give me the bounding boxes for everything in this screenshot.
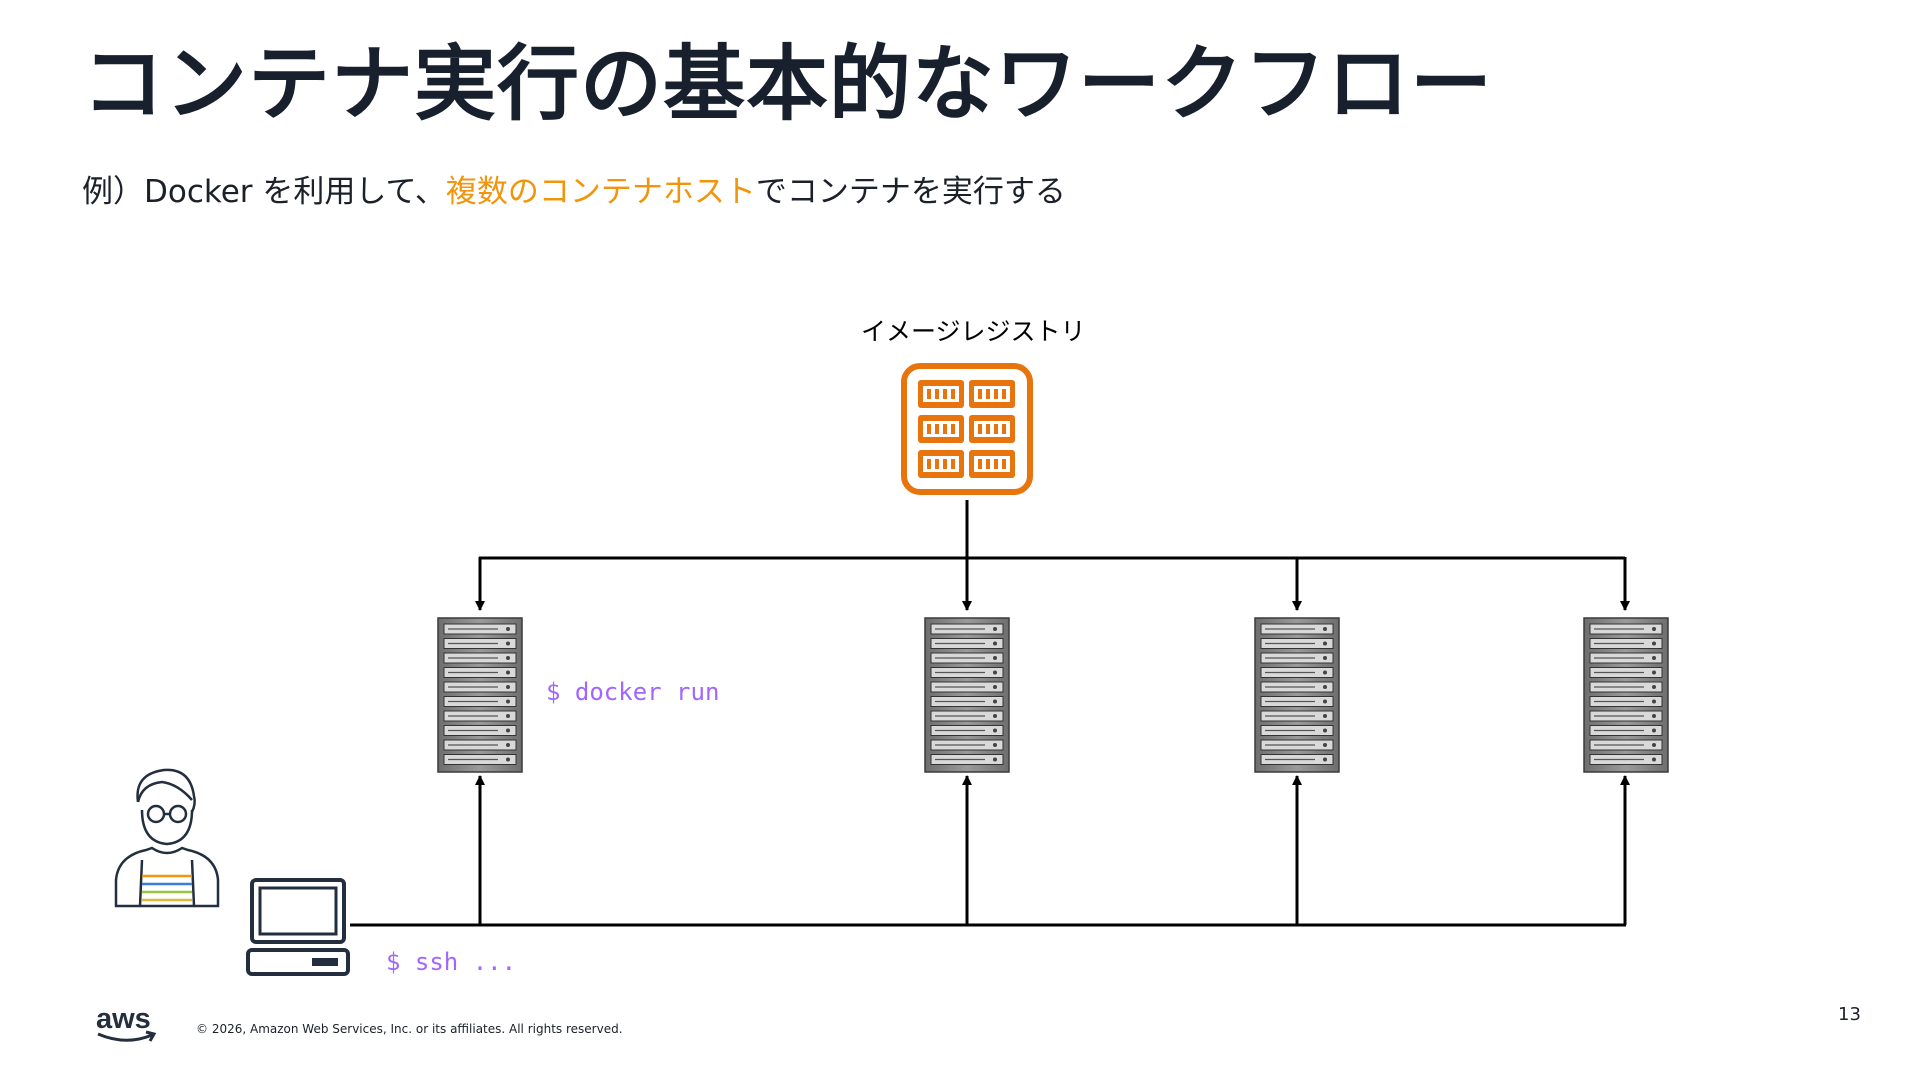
server-rack-icon	[924, 617, 1010, 773]
slide-title: コンテナ実行の基本的なワークフロー	[82, 37, 1494, 132]
registry-container-cell	[918, 380, 964, 408]
subtitle-prefix: 例）Docker を利用して、	[82, 174, 446, 210]
server-rack-icon	[1583, 617, 1669, 773]
registry-container-cell	[918, 415, 964, 443]
ssh-command: $ ssh ...	[386, 948, 517, 976]
page-number: 13	[1838, 1004, 1861, 1025]
slide-subtitle: 例）Docker を利用して、複数のコンテナホストでコンテナを実行する	[82, 172, 1066, 212]
registry-label: イメージレジストリ	[861, 317, 1086, 346]
registry-container-cell	[969, 450, 1015, 478]
server-rack-icon	[437, 617, 523, 773]
laptop-icon	[246, 878, 350, 976]
container-registry-icon	[901, 363, 1033, 495]
aws-logo-text: aws	[96, 1003, 151, 1035]
docker-run-command: $ docker run	[546, 678, 720, 706]
server-rack-icon	[1254, 617, 1340, 773]
registry-container-cell	[969, 380, 1015, 408]
registry-container-cell	[969, 415, 1015, 443]
user-icon	[114, 768, 220, 908]
registry-container-cell	[918, 450, 964, 478]
subtitle-suffix: でコンテナを実行する	[755, 174, 1066, 210]
subtitle-highlight: 複数のコンテナホスト	[445, 174, 756, 210]
aws-logo: aws	[96, 1003, 157, 1042]
container-hosts	[437, 617, 1669, 773]
registry-distribution-lines	[475, 500, 1630, 611]
copyright: © 2026, Amazon Web Services, Inc. or its…	[196, 1022, 623, 1036]
ssh-connection-lines	[350, 775, 1630, 927]
